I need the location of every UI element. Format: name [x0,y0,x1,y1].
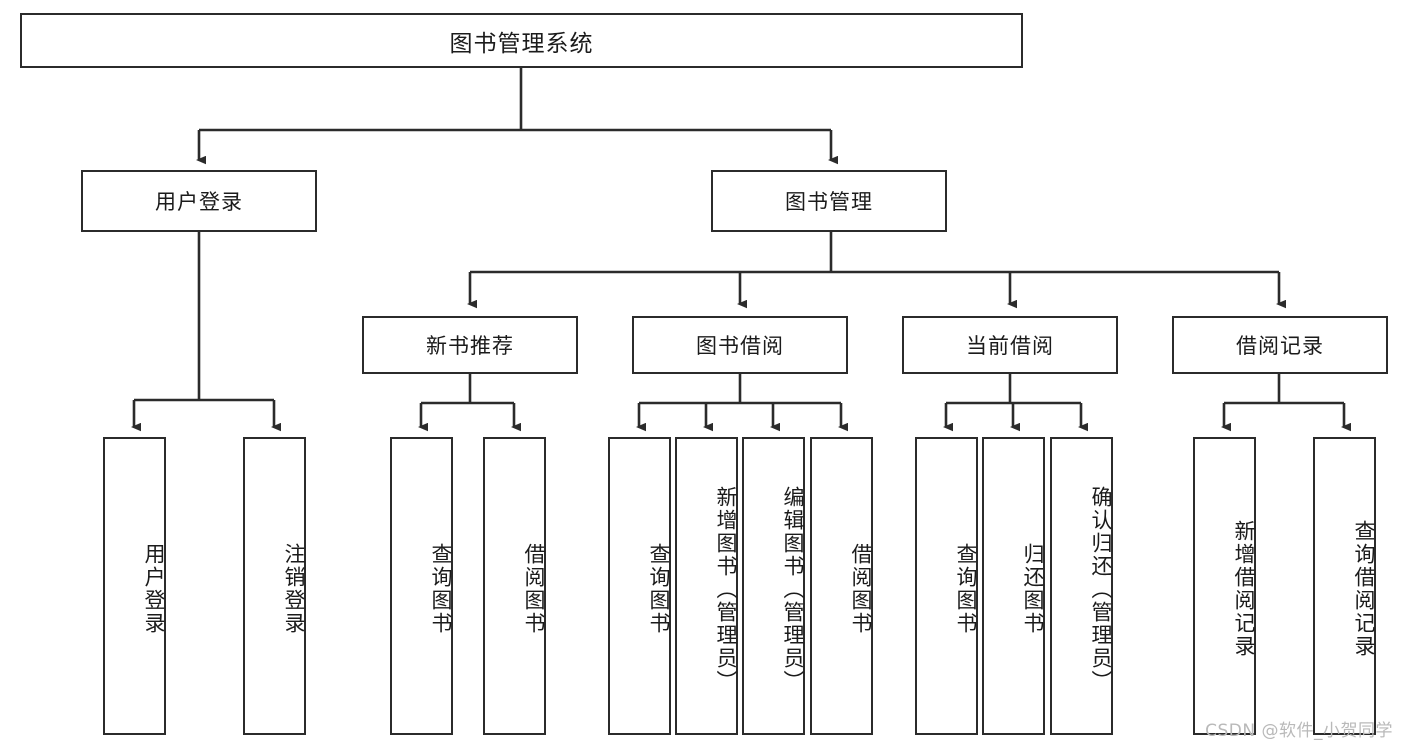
node-label: 编辑图书（管理员） [781,485,805,693]
node-label: 图书管理系统 [449,30,594,57]
node-book-borrow[interactable]: 图书借阅 [632,316,848,374]
node-label: 用户登录 [142,543,166,635]
node-label: 借阅图书 [522,543,546,635]
node-current-borrow[interactable]: 当前借阅 [902,316,1118,374]
leaf-current-borrow-query-book[interactable]: 查询图书 [915,437,978,735]
leaf-book-borrow-edit-book-admin[interactable]: 编辑图书（管理员） [742,437,805,735]
node-label: 图书管理 [785,190,873,214]
node-label: 查询图书 [954,543,978,635]
leaf-new-book-query-book[interactable]: 查询图书 [390,437,453,735]
node-label: 当前借阅 [966,334,1054,358]
node-label: 查询图书 [647,543,671,635]
node-label: 新书推荐 [426,334,514,358]
leaf-book-borrow-add-book-admin[interactable]: 新增图书（管理员） [675,437,738,735]
node-label: 归还图书 [1021,543,1045,635]
node-label: 借阅记录 [1236,334,1324,358]
leaf-current-borrow-confirm-return-admin[interactable]: 确认归还（管理员） [1050,437,1113,735]
node-user-login[interactable]: 用户登录 [81,170,317,232]
leaf-borrow-record-add-record[interactable]: 新增借阅记录 [1193,437,1256,735]
leaf-user-login-login[interactable]: 用户登录 [103,437,166,735]
leaf-current-borrow-return-book[interactable]: 归还图书 [982,437,1045,735]
node-label: 确认归还（管理员） [1089,485,1113,693]
node-borrow-record[interactable]: 借阅记录 [1172,316,1388,374]
leaf-user-login-logout[interactable]: 注销登录 [243,437,306,735]
node-book-management[interactable]: 图书管理 [711,170,947,232]
node-label: 注销登录 [282,543,306,635]
node-label: 新增图书（管理员） [714,485,738,693]
watermark-text: CSDN @软件_小贺同学 [1205,721,1393,741]
leaf-new-book-borrow-book[interactable]: 借阅图书 [483,437,546,735]
node-label: 用户登录 [155,190,243,214]
leaf-book-borrow-query-book[interactable]: 查询图书 [608,437,671,735]
node-new-book-recommend[interactable]: 新书推荐 [362,316,578,374]
node-label: 查询图书 [429,543,453,635]
node-root-book-management-system[interactable]: 图书管理系统 [20,13,1023,68]
node-label: 借阅图书 [849,543,873,635]
node-label: 图书借阅 [696,334,784,358]
node-label: 新增借阅记录 [1232,520,1256,658]
leaf-borrow-record-query-record[interactable]: 查询借阅记录 [1313,437,1376,735]
leaf-book-borrow-borrow-book[interactable]: 借阅图书 [810,437,873,735]
node-label: 查询借阅记录 [1352,520,1376,658]
